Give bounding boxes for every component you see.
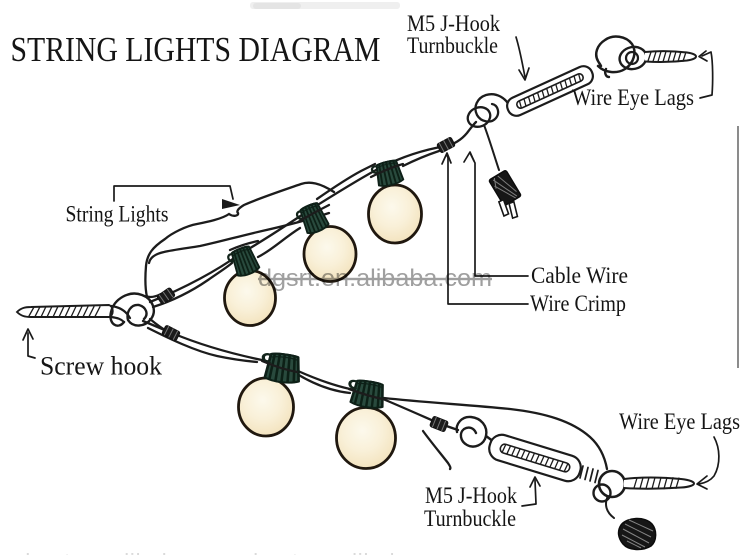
svg-text:M5 J-Hook: M5 J-Hook [425, 483, 517, 508]
svg-text:Wire Eye Lags: Wire Eye Lags [572, 85, 694, 110]
svg-text:dgsrt.en.alibaba.com: dgsrt.en.alibaba.com [258, 265, 492, 292]
svg-text:STRING LIGHTS DIAGRAM: STRING LIGHTS DIAGRAM [11, 30, 381, 69]
svg-text:String Lights: String Lights [66, 202, 169, 227]
svg-text:Turnbuckle: Turnbuckle [407, 33, 498, 58]
svg-text:dgsrt.en.alibaba.com dgsrt.en: dgsrt.en.alibaba.com dgsrt.en.alibaba.co… [18, 549, 466, 555]
svg-text:Wire Crimp: Wire Crimp [530, 291, 626, 316]
svg-text:Turnbuckle: Turnbuckle [424, 506, 516, 531]
svg-text:Cable Wire: Cable Wire [531, 263, 628, 288]
svg-text:Wire Eye Lags: Wire Eye Lags [619, 409, 740, 434]
svg-text:Screw hook: Screw hook [40, 351, 163, 381]
svg-text:M5 J-Hook: M5 J-Hook [407, 11, 500, 36]
